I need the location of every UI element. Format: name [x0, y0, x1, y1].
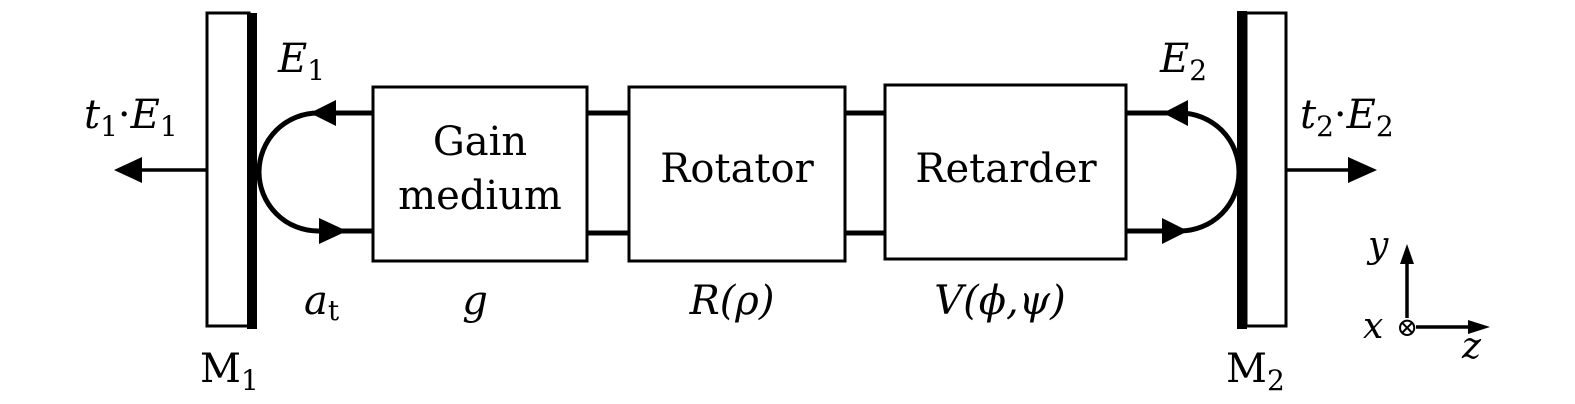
right-reflection-loop: [1126, 110, 1242, 234]
output-right-arrowhead-icon: [1348, 157, 1377, 183]
gain-medium-rect: [371, 85, 589, 263]
gain-symbol: g: [462, 278, 488, 324]
rotator-rect: [627, 85, 847, 263]
rotator-symbol: R(ρ): [689, 278, 775, 324]
z-axis-arrowhead-icon: [1468, 320, 1490, 334]
x-axis-into-page-icon: ⊗: [1396, 313, 1418, 343]
output-right-label: t2·E2: [1300, 92, 1394, 143]
retarder-rect: [883, 83, 1128, 261]
y-axis-label: y: [1366, 225, 1389, 266]
mirror-m1-label: M1: [200, 346, 259, 397]
gain-medium-label-line1: Gain: [433, 119, 527, 165]
rotator-box: Rotator: [627, 85, 847, 263]
coordinate-axes: ⊗ y x z: [1363, 225, 1490, 367]
retarder-symbol: V(ϕ,ψ): [934, 278, 1065, 324]
gain-medium-label-line2: medium: [398, 173, 562, 219]
mirror-m1: [205, 11, 257, 329]
right-lower-arrowhead-icon: [1162, 218, 1188, 244]
gain-medium-box: Gain medium: [371, 85, 589, 263]
rotator-label: Rotator: [660, 146, 814, 192]
output-left-arrowhead-icon: [114, 157, 142, 183]
field-e2-label: E2: [1159, 36, 1207, 87]
mirror-m2-substrate: [1244, 11, 1288, 328]
mirror-m1-coating: [247, 13, 257, 329]
reflect-coef-label: at: [304, 278, 340, 327]
right-upper-arrowhead-icon: [1163, 100, 1188, 126]
mirror-m2-label: M2: [1226, 346, 1285, 397]
retarder-label: Retarder: [915, 146, 1097, 192]
x-axis-label: x: [1363, 306, 1383, 347]
left-upper-arrowhead-icon: [310, 100, 336, 126]
y-axis-arrowhead-icon: [1400, 244, 1414, 264]
mirror-m1-substrate: [205, 11, 251, 328]
field-e1-label: E1: [277, 36, 325, 87]
left-reflection-loop: [256, 110, 373, 234]
z-axis-label: z: [1461, 326, 1482, 367]
left-lower-arrowhead-icon: [319, 218, 347, 244]
output-left-label: t1·E1: [84, 92, 178, 143]
mirror-m2-coating: [1237, 11, 1247, 329]
mirror-m2: [1237, 11, 1288, 329]
retarder-box: Retarder: [883, 83, 1128, 261]
